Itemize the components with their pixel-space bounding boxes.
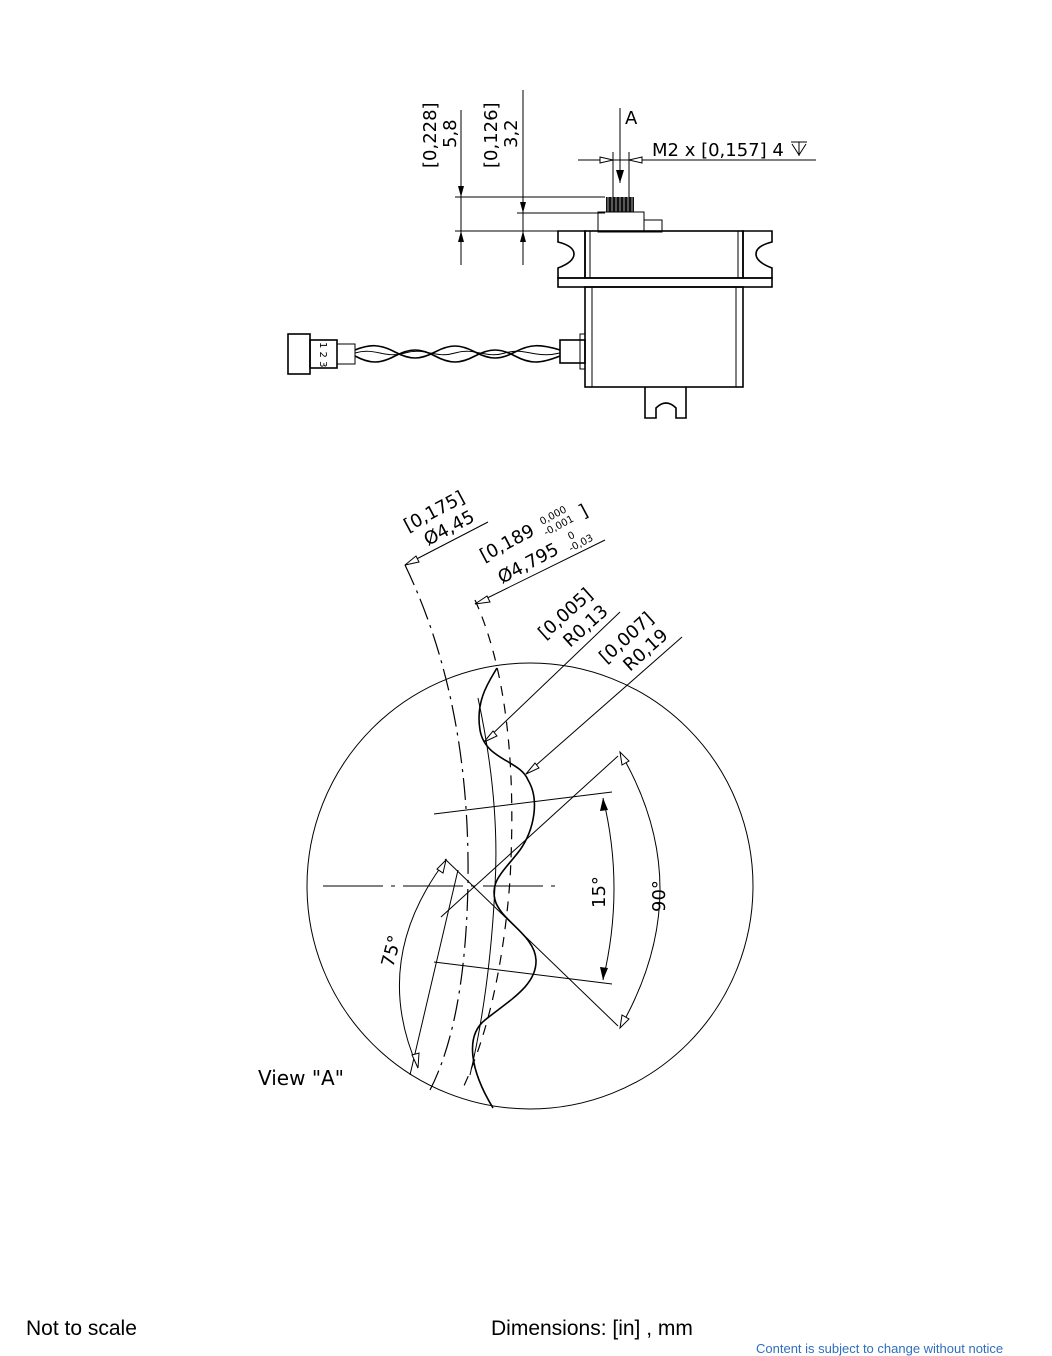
view-marker: A <box>625 108 638 129</box>
servo-side-view: [0,228] 5,8 [0,126] 3,2 A M2 x [0,157] 4 <box>287 90 816 419</box>
twisted-cable <box>354 344 561 363</box>
dim-left-mm: 5,8 <box>440 119 461 148</box>
angle-flank: 90° <box>649 880 670 912</box>
units-note: Dimensions: [in] , mm <box>491 1317 693 1340</box>
connector-pins: 1 2 3 <box>317 342 328 367</box>
detail-view-label: View "A" <box>258 1066 344 1090</box>
angle-tooth: 15° <box>589 876 610 908</box>
dim-left-in: [0,228] <box>420 102 441 168</box>
detail-view-a: 15° 90° 75° [0,175] Ø4,45 [0,189 0,000 -… <box>306 487 754 1110</box>
dim-mid-mm: 3,2 <box>501 119 522 148</box>
dia-pitch-mm-tol-upper: 0 <box>566 530 577 543</box>
angle-root: 75° <box>378 933 407 969</box>
bracket-close: ] <box>575 501 591 523</box>
thread-callout: M2 x [0,157] 4 <box>652 140 784 161</box>
tooth-profile <box>471 667 537 1109</box>
dim-mid-in: [0,126] <box>481 102 502 168</box>
scale-note: Not to scale <box>26 1317 137 1340</box>
depth-symbol-icon <box>791 141 807 156</box>
